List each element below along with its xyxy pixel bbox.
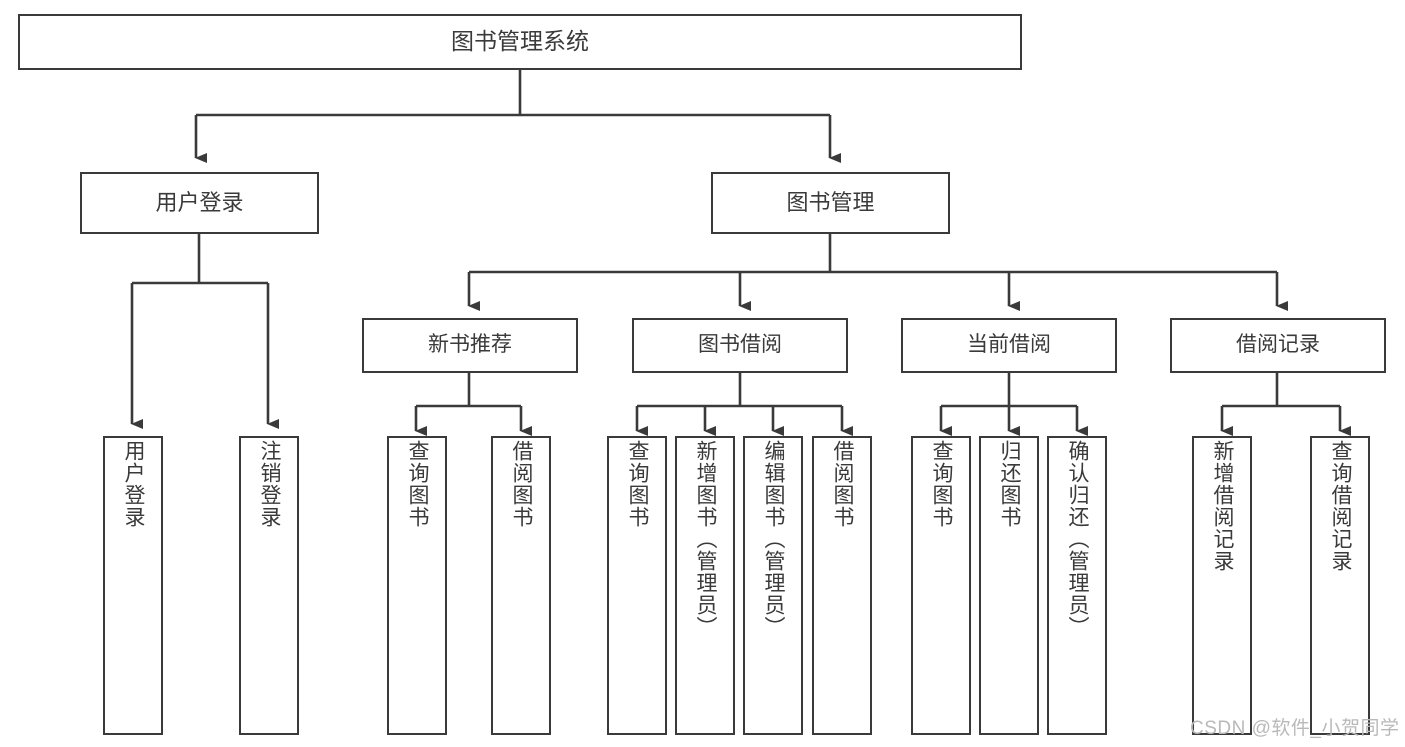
node-current-borrow-label: 当前借阅 bbox=[967, 333, 1051, 357]
leaf-edit-book-admin-label: 编辑图书（管理员） bbox=[762, 440, 786, 638]
leaf-borrow-book[interactable]: 借阅图书 bbox=[812, 436, 872, 735]
leaf-borrow-book-recommend-label: 借阅图书 bbox=[510, 440, 534, 528]
leaf-return-book-label: 归还图书 bbox=[998, 440, 1022, 528]
leaf-add-borrow-record-label: 新增借阅记录 bbox=[1211, 440, 1235, 572]
leaf-add-borrow-record[interactable]: 新增借阅记录 bbox=[1192, 436, 1252, 735]
leaf-user-login-label: 用户登录 bbox=[122, 440, 146, 528]
leaf-query-book-borrow[interactable]: 查询图书 bbox=[607, 436, 667, 735]
leaf-query-book-recommend-label: 查询图书 bbox=[406, 440, 430, 528]
node-book-management-label: 图书管理 bbox=[786, 190, 875, 216]
node-book-borrow-label: 图书借阅 bbox=[698, 333, 782, 357]
node-borrow-record[interactable]: 借阅记录 bbox=[1170, 318, 1386, 373]
leaf-return-book[interactable]: 归还图书 bbox=[979, 436, 1039, 735]
node-new-book-recommend[interactable]: 新书推荐 bbox=[362, 318, 578, 373]
node-user-login-label: 用户登录 bbox=[155, 190, 244, 216]
node-new-book-recommend-label: 新书推荐 bbox=[428, 333, 512, 357]
leaf-query-borrow-record-label: 查询借阅记录 bbox=[1329, 440, 1353, 572]
leaf-query-book-recommend[interactable]: 查询图书 bbox=[387, 436, 447, 735]
leaf-confirm-return-admin[interactable]: 确认归还（管理员） bbox=[1047, 436, 1107, 735]
leaf-add-book-admin-label: 新增图书（管理员） bbox=[694, 440, 718, 638]
node-book-management[interactable]: 图书管理 bbox=[711, 172, 950, 234]
leaf-user-login[interactable]: 用户登录 bbox=[103, 436, 163, 735]
leaf-logout-label: 注销登录 bbox=[258, 440, 282, 528]
node-root[interactable]: 图书管理系统 bbox=[18, 14, 1022, 70]
leaf-borrow-book-label: 借阅图书 bbox=[831, 440, 855, 528]
node-root-label: 图书管理系统 bbox=[451, 28, 589, 55]
leaf-query-book-current-label: 查询图书 bbox=[930, 440, 954, 528]
leaf-query-book-borrow-label: 查询图书 bbox=[626, 440, 650, 528]
node-borrow-record-label: 借阅记录 bbox=[1236, 333, 1320, 357]
leaf-borrow-book-recommend[interactable]: 借阅图书 bbox=[491, 436, 551, 735]
node-book-borrow[interactable]: 图书借阅 bbox=[632, 318, 848, 373]
leaf-logout[interactable]: 注销登录 bbox=[239, 436, 299, 735]
node-user-login[interactable]: 用户登录 bbox=[80, 172, 319, 234]
node-current-borrow[interactable]: 当前借阅 bbox=[901, 318, 1117, 373]
csdn-watermark: CSDN @软件_小贺同学 bbox=[1190, 718, 1400, 739]
leaf-query-borrow-record[interactable]: 查询借阅记录 bbox=[1310, 436, 1370, 735]
leaf-edit-book-admin[interactable]: 编辑图书（管理员） bbox=[743, 436, 803, 735]
leaf-confirm-return-admin-label: 确认归还（管理员） bbox=[1066, 440, 1090, 638]
leaf-add-book-admin[interactable]: 新增图书（管理员） bbox=[675, 436, 735, 735]
leaf-query-book-current[interactable]: 查询图书 bbox=[911, 436, 971, 735]
